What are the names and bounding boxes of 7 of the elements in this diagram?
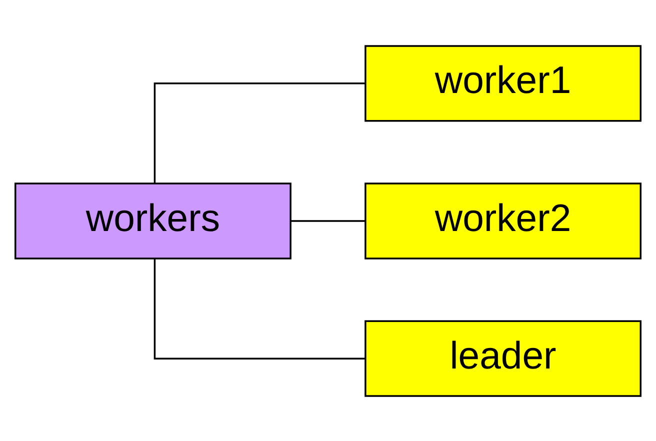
connector	[290, 220, 366, 222]
node-box: workers	[14, 182, 292, 259]
node-box: worker2	[364, 182, 642, 259]
connector	[154, 258, 366, 359]
connector	[154, 82, 366, 183]
node-box: worker1	[364, 44, 642, 122]
node-box: leader	[364, 320, 642, 396]
